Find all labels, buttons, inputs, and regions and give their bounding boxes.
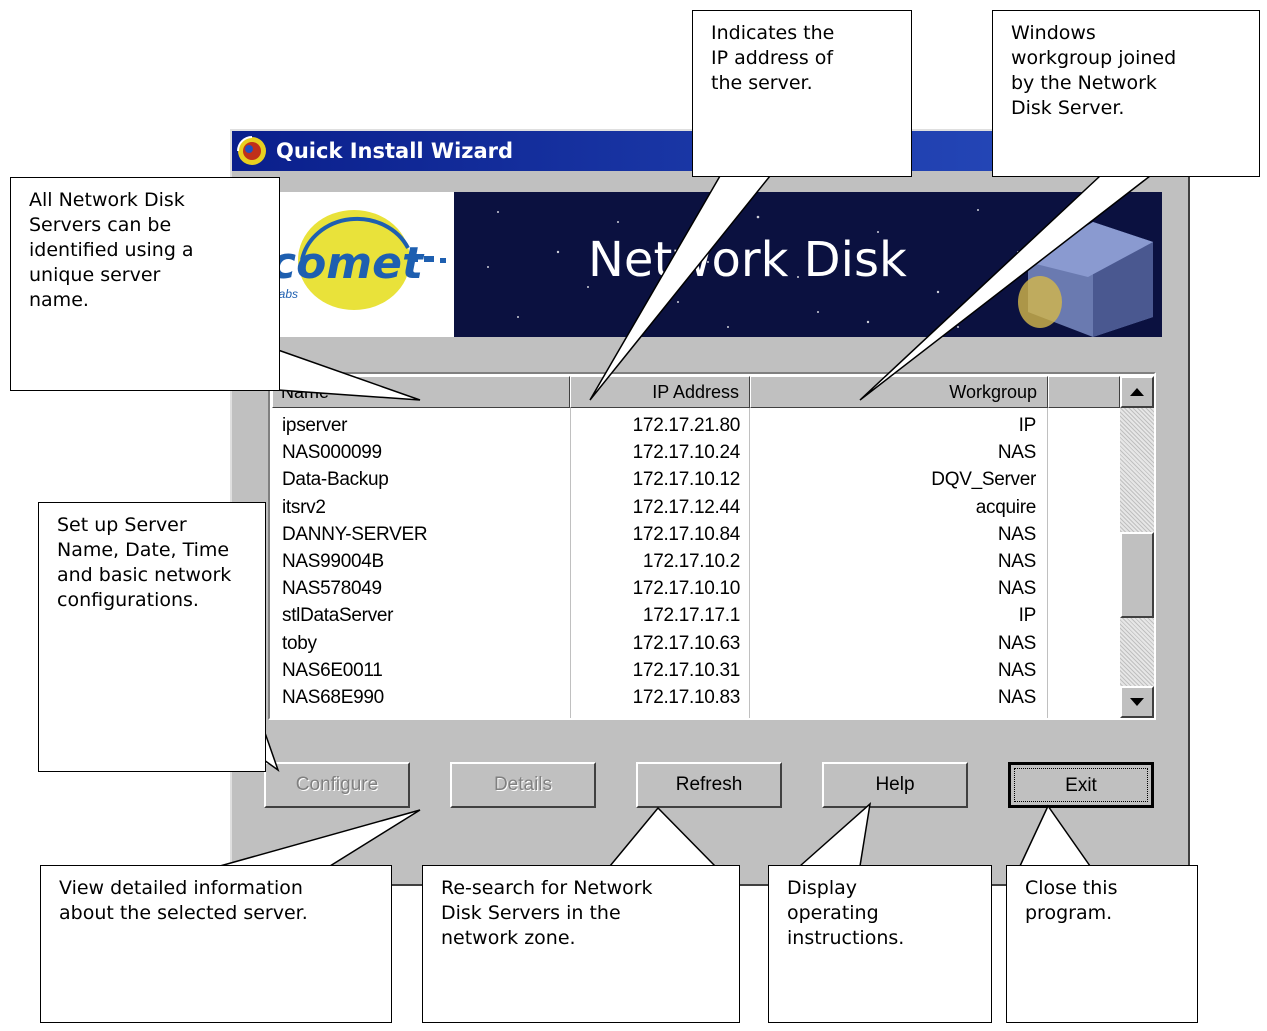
arrow-up-icon	[1130, 388, 1144, 396]
callout-help: Display operating instructions.	[768, 865, 992, 1023]
ip-address-cell[interactable]: 172.17.10.12	[632, 469, 740, 491]
ip-address-cell[interactable]: 172.17.10.2	[642, 551, 740, 572]
workgroup-cell[interactable]: NAS	[997, 632, 1036, 654]
column-header-filler	[1048, 376, 1120, 408]
ip-address-cell[interactable]: 172.17.10.24	[632, 442, 740, 464]
callout-ip-address: Indicates the IP address of the server.	[692, 10, 912, 177]
column-divider	[1047, 408, 1048, 718]
workgroup-cell[interactable]: IP	[1018, 415, 1036, 436]
configure-button-label: Configure	[295, 774, 379, 795]
callout-server-name: All Network Disk Servers can be identifi…	[10, 177, 280, 391]
ip-address-cell[interactable]: 172.17.10.63	[632, 632, 740, 654]
details-button[interactable]: Details	[450, 762, 596, 808]
logo-subtext: labs	[276, 287, 299, 301]
server-name-cell[interactable]: Data-Backup	[282, 469, 389, 491]
server-name-cell[interactable]: stlDataServer	[282, 605, 394, 627]
server-name-cell[interactable]: NAS99004B	[282, 551, 384, 572]
scrollbar-thumb[interactable]	[1120, 532, 1154, 618]
exit-button[interactable]: Exit	[1008, 762, 1154, 808]
ip-address-cell[interactable]: 172.17.10.83	[632, 687, 740, 708]
refresh-button[interactable]: Refresh	[636, 762, 782, 808]
server-name-cell[interactable]: NAS6E0011	[282, 659, 383, 681]
column-divider	[570, 408, 571, 718]
scroll-up-button[interactable]	[1120, 376, 1154, 408]
workgroup-cell[interactable]: NAS	[997, 442, 1036, 464]
server-name-cell[interactable]: itsrv2	[282, 496, 326, 518]
scroll-down-button[interactable]	[1120, 686, 1154, 718]
arrow-down-icon	[1130, 698, 1144, 706]
callout-refresh: Re-search for Network Disk Servers in th…	[422, 865, 740, 1023]
ip-address-cell[interactable]: 172.17.10.10	[632, 578, 740, 600]
window-title: Quick Install Wizard	[276, 139, 514, 163]
callout-configure: Set up Server Name, Date, Time and basic…	[38, 502, 266, 772]
server-name-cell[interactable]: NAS578049	[282, 578, 382, 600]
help-button[interactable]: Help	[822, 762, 968, 808]
ip-address-cell[interactable]: 172.17.17.1	[642, 605, 740, 627]
workgroup-cell[interactable]: NAS	[997, 523, 1036, 545]
server-name-cell[interactable]: DANNY-SERVER	[282, 523, 428, 545]
ip-address-cell[interactable]: 172.17.10.84	[632, 523, 740, 545]
workgroup-cell[interactable]: NAS	[997, 687, 1036, 708]
ip-address-cell[interactable]: 172.17.21.80	[632, 415, 740, 436]
workgroup-cell[interactable]: acquire	[975, 496, 1036, 518]
callout-workgroup: Windows workgroup joined by the Network …	[992, 10, 1260, 177]
ip-address-cell[interactable]: 172.17.12.44	[632, 496, 740, 518]
refresh-button-label: Refresh	[675, 774, 743, 795]
logo-text: comet	[270, 238, 424, 289]
column-divider	[749, 408, 750, 718]
callout-exit: Close this program.	[1006, 865, 1198, 1023]
workgroup-cell[interactable]: IP	[1018, 605, 1036, 627]
product-name: Network Disk	[588, 232, 907, 288]
exit-button-label: Exit	[1065, 775, 1097, 796]
server-list[interactable]	[268, 372, 1156, 720]
help-button-label: Help	[875, 774, 915, 795]
server-name-cell[interactable]: NAS68E990	[282, 687, 384, 708]
server-name-cell[interactable]: toby	[282, 632, 317, 654]
column-header-ip-address[interactable]: IP Address	[570, 376, 750, 408]
workgroup-cell[interactable]: DQV_Server	[931, 469, 1036, 491]
workgroup-cell[interactable]: NAS	[997, 578, 1036, 600]
app-icon	[237, 136, 266, 165]
callout-details: View detailed information about the sele…	[40, 865, 392, 1023]
focus-rectangle	[1014, 768, 1148, 802]
details-button-label: Details	[493, 774, 553, 795]
column-header-workgroup[interactable]: Workgroup	[750, 376, 1048, 408]
workgroup-cell[interactable]: NAS	[997, 551, 1036, 572]
ip-address-cell[interactable]: 172.17.10.31	[632, 659, 740, 681]
server-name-cell[interactable]: ipserver	[282, 415, 348, 436]
configure-button[interactable]: Configure	[264, 762, 410, 808]
server-name-cell[interactable]: NAS000099	[282, 442, 382, 464]
workgroup-cell[interactable]: NAS	[997, 659, 1036, 681]
